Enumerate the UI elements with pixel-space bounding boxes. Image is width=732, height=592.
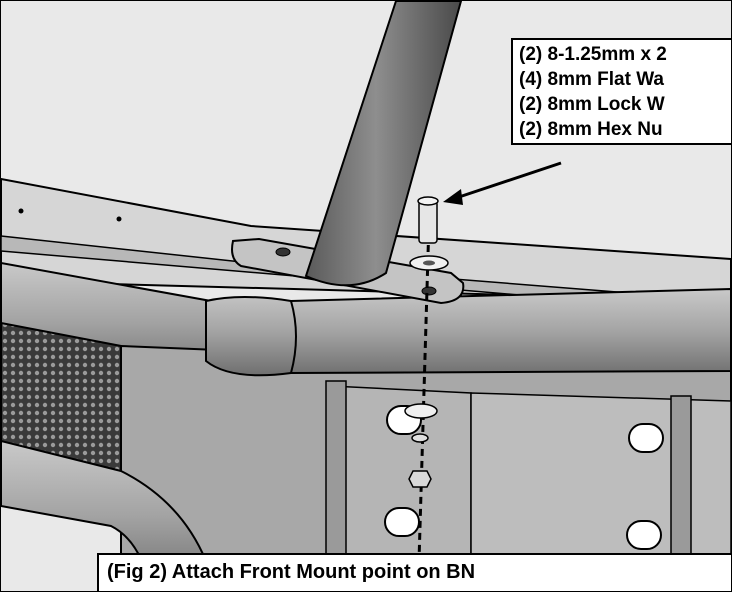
main-crossbar-tube xyxy=(205,287,731,377)
lock-washer xyxy=(411,433,429,443)
bolt xyxy=(417,196,439,244)
hardware-line-bolt: (2) 8-1.25mm x 2 xyxy=(519,44,667,65)
hardware-line-flat-washer: (4) 8mm Flat Wa xyxy=(519,69,664,90)
hardware-callout: (2) 8-1.25mm x 2 (4) 8mm Flat Wa (2) 8mm… xyxy=(511,38,731,145)
hardware-line-lock-washer: (2) 8mm Lock W xyxy=(519,94,665,115)
right-bracket xyxy=(670,395,692,591)
flat-washer-bottom xyxy=(404,403,438,419)
figure-caption: (Fig 2) Attach Front Mount point on BN xyxy=(97,553,731,591)
hardware-line-hex-nut: (2) 8mm Hex Nu xyxy=(519,119,663,140)
install-line xyxy=(417,220,431,562)
left-bracket xyxy=(325,380,347,591)
callout-arrow xyxy=(452,161,562,201)
hex-nut xyxy=(408,470,432,488)
diagonal-post-tube xyxy=(304,1,463,287)
right-panel xyxy=(470,392,731,591)
